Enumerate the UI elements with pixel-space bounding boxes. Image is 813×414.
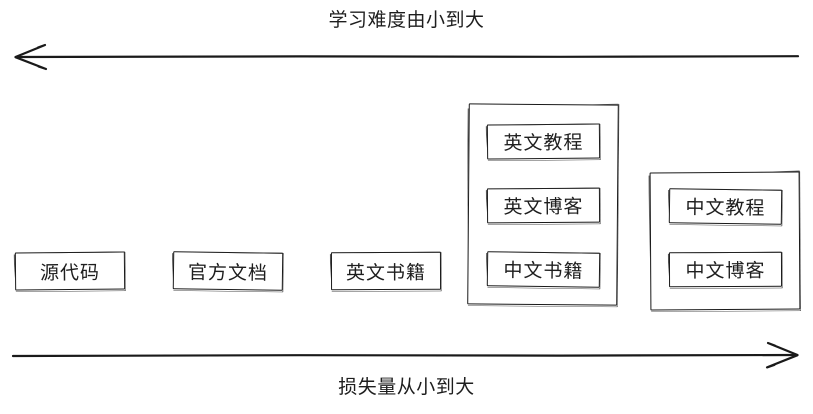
node-english-tutorial[interactable]: 英文教程 (486, 123, 601, 160)
node-english-books[interactable]: 英文书籍 (330, 251, 442, 291)
node-label: 英文书籍 (345, 262, 427, 284)
node-label: 官方文档 (187, 261, 269, 285)
node-official-docs[interactable]: 官方文档 (172, 251, 284, 291)
node-label: 源代码 (39, 262, 101, 284)
node-english-blog[interactable]: 英文博客 (486, 187, 601, 224)
node-label: 中文博客 (685, 260, 766, 283)
learning-difficulty-axis-label: 学习难度由小到大 (328, 10, 485, 31)
bottom-arrow-right (11, 341, 799, 369)
node-label: 英文博客 (503, 196, 584, 219)
top-arrow-left (14, 43, 800, 71)
node-label: 英文教程 (503, 132, 584, 155)
loss-amount-axis-label: 损失量从小到大 (338, 377, 475, 398)
node-chinese-tutorial[interactable]: 中文教程 (668, 188, 783, 225)
node-source-code[interactable]: 源代码 (14, 251, 126, 291)
node-chinese-blog[interactable]: 中文博客 (668, 251, 783, 288)
node-chinese-books[interactable]: 中文书籍 (486, 251, 601, 288)
node-label: 中文教程 (685, 197, 766, 220)
node-label: 中文书籍 (503, 260, 584, 283)
